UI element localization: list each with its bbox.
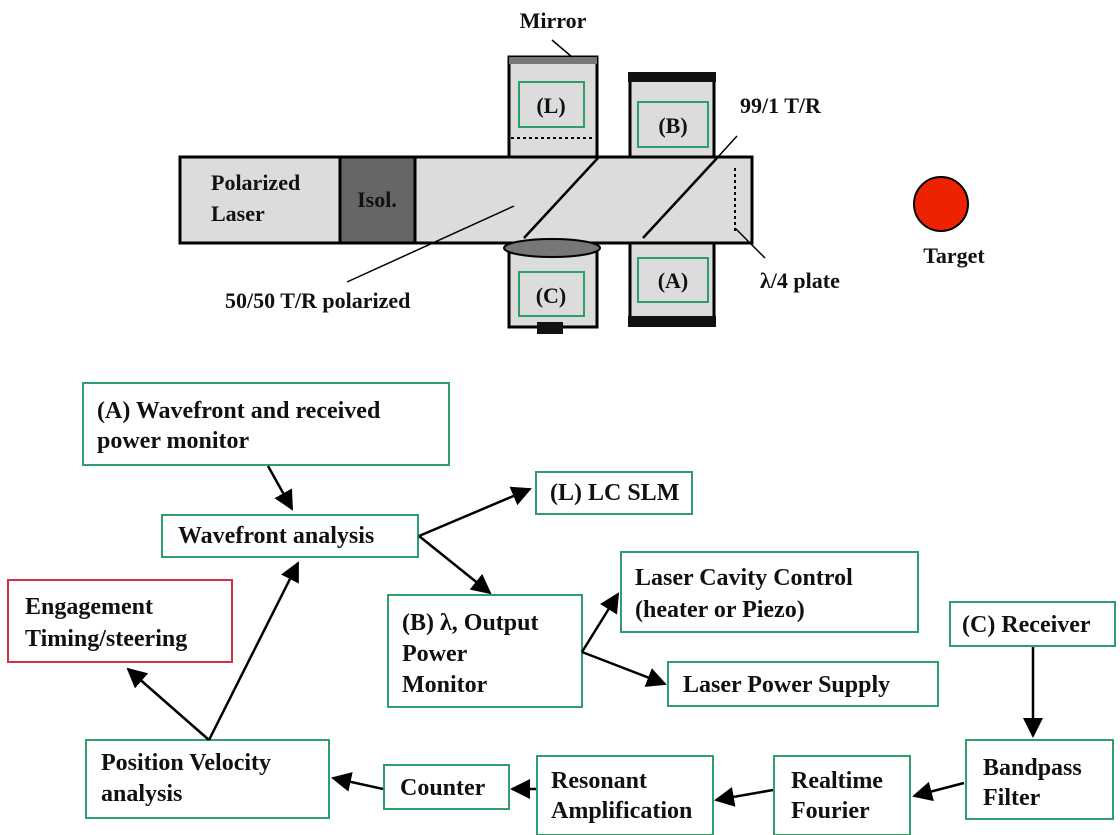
flow-box-border — [965, 739, 1114, 820]
splitter-50-pointer — [346, 205, 515, 283]
signal-flow-diagram: (A) Wavefront and received power monitorW… — [7, 382, 1116, 835]
flow-box-border — [620, 551, 919, 633]
flow-box-border — [949, 601, 1116, 647]
monitor-a-cap — [628, 316, 716, 327]
isolator-label: Isol. — [357, 187, 397, 212]
flow-box-text-line: Wavefront analysis — [178, 523, 374, 549]
flow-box-text-line: Bandpass — [983, 755, 1082, 781]
flow-box-text-line: power monitor — [97, 428, 250, 454]
flow-arrow — [714, 787, 774, 807]
splitter-99-pointer — [716, 135, 738, 159]
flow-arrow — [418, 535, 492, 595]
flow-box-cavity-control: Laser Cavity Control (heater or Piezo) — [620, 551, 919, 633]
quarter-wave-label: λ/4 plate — [760, 268, 840, 293]
flow-box-receiver: (C) Receiver — [949, 601, 1116, 647]
mirror-arm — [507, 55, 599, 159]
flow-box-lc-slm: (L) LC SLM — [535, 471, 693, 515]
flow-box-border — [535, 471, 693, 515]
flow-box-text-line: Laser Cavity Control — [635, 565, 853, 591]
flow-box-text-line: analysis — [101, 781, 182, 807]
target — [913, 176, 969, 232]
flow-box-text-line: (B) λ, Output — [402, 610, 538, 636]
monitor-b-cap — [628, 72, 716, 82]
box-c-label: (C) — [536, 283, 567, 308]
mirror-label: Mirror — [520, 8, 587, 33]
flow-box-border — [387, 594, 583, 708]
isolator — [338, 155, 417, 245]
flow-arrow — [581, 650, 667, 687]
flow-box-border — [7, 579, 233, 663]
box-a — [637, 257, 709, 303]
flow-box-text-line: Monitor — [402, 672, 488, 698]
flow-box-power-supply: Laser Power Supply — [667, 661, 939, 707]
optical-layout: Mirror (L) (B) (C) (A) Polarized Laser I… — [178, 8, 985, 334]
box-a-label: (A) — [658, 268, 689, 293]
box-c — [518, 271, 585, 317]
box-b-label: (B) — [658, 113, 687, 138]
flow-box-text-line: Timing/steering — [25, 626, 187, 652]
flow-box-text-line: Engagement — [25, 594, 153, 620]
flow-box-text-line: Laser Power Supply — [683, 672, 890, 698]
flow-box-border — [161, 514, 419, 558]
flow-box-text-line: Resonant — [551, 768, 647, 794]
box-l-label: (L) — [536, 93, 565, 118]
flow-box-border — [773, 755, 911, 835]
flow-arrow — [126, 667, 210, 741]
splitter-99-label: 99/1 T/R — [740, 93, 822, 118]
box-l — [518, 81, 585, 128]
flow-box-border — [383, 764, 510, 810]
splitter-99-1 — [642, 157, 718, 239]
flow-arrow — [912, 781, 965, 802]
flow-box-border — [536, 755, 714, 835]
splitter-50-label: 50/50 T/R polarized — [225, 288, 410, 313]
flow-box-text-line: (A) Wavefront and received — [97, 398, 381, 424]
box-b — [637, 101, 709, 148]
receiver-detector — [537, 322, 563, 334]
flow-box-text-line: (heater or Piezo) — [635, 597, 805, 623]
flow-arrow — [266, 465, 294, 511]
receiver-arm — [507, 241, 599, 329]
flow-box-wavefront-monitor: (A) Wavefront and received power monitor — [82, 382, 450, 466]
quarter-wave-pointer — [734, 227, 766, 259]
mirror — [509, 57, 597, 64]
lens — [503, 238, 601, 258]
flow-box-border — [667, 661, 939, 707]
flow-arrow — [580, 592, 620, 653]
splitter-50-50 — [523, 157, 599, 239]
flow-box-text-line: Position Velocity — [101, 750, 271, 776]
flow-box-text-line: (C) Receiver — [962, 612, 1091, 638]
flow-box-text-line: Filter — [983, 785, 1041, 811]
flow-box-counter: Counter — [383, 764, 510, 810]
flow-box-border — [82, 382, 450, 466]
flow-arrow — [207, 561, 300, 741]
target-label: Target — [923, 243, 985, 268]
flow-box-position-velocity: Position Velocity analysis — [85, 739, 330, 819]
flow-box-text-line: Amplification — [551, 798, 692, 824]
laser-label-line2: Laser — [211, 201, 265, 226]
flow-box-text-line: Counter — [400, 775, 486, 801]
flow-box-text-line: (L) LC SLM — [550, 480, 679, 506]
flow-box-text-line: Realtime — [791, 768, 883, 794]
flow-arrow — [418, 486, 532, 538]
flow-arrow — [331, 772, 384, 792]
flow-box-text-line: Fourier — [791, 798, 870, 824]
laser-label-line1: Polarized — [211, 170, 300, 195]
flow-box-text-line: Power — [402, 641, 468, 667]
flow-box-wavefront-analysis: Wavefront analysis — [161, 514, 419, 558]
mirror-pointer — [551, 39, 573, 58]
